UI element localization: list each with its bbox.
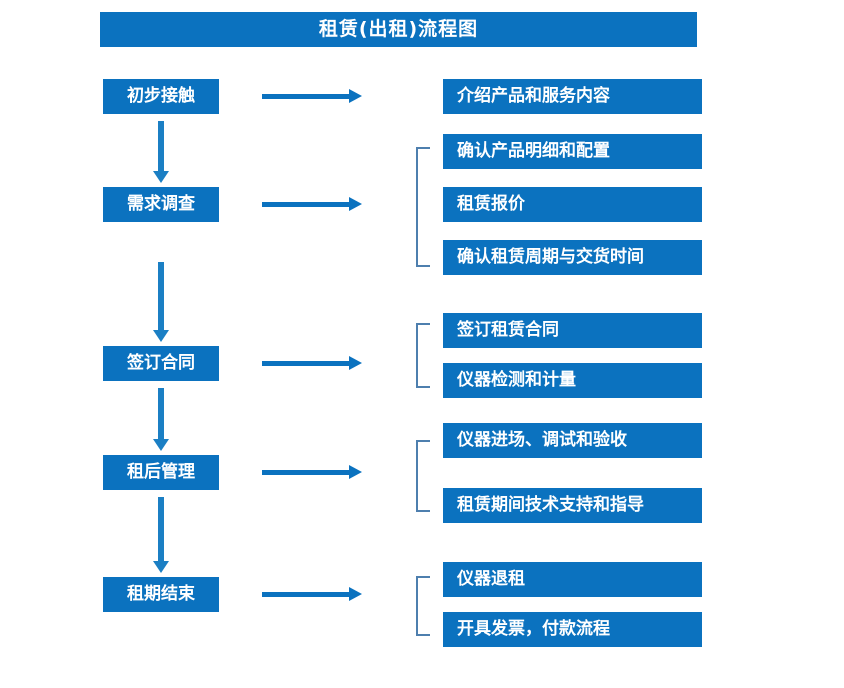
task-label: 介绍产品和服务内容 [457, 86, 610, 106]
task-box-g5-t2[interactable]: 开具发票，付款流程 [443, 612, 702, 647]
task-box-g4-t1[interactable]: 仪器进场、调试和验收 [443, 423, 702, 458]
task-label: 仪器退租 [457, 569, 525, 589]
right-arrow-icon-3 [262, 356, 362, 370]
task-box-g2-t2[interactable]: 租赁报价 [443, 187, 702, 222]
task-label: 仪器进场、调试和验收 [457, 430, 627, 450]
stage-box-demand-survey[interactable]: 需求调查 [103, 187, 219, 222]
task-label: 租赁报价 [457, 194, 525, 214]
down-arrow-icon-1 [153, 121, 169, 183]
right-arrow-icon-2 [262, 197, 362, 211]
down-arrow-icon-4 [153, 497, 169, 573]
task-label: 签订租赁合同 [457, 320, 559, 340]
task-box-g5-t1[interactable]: 仪器退租 [443, 562, 702, 597]
stage-label: 需求调查 [127, 194, 195, 214]
down-arrow-icon-3 [153, 388, 169, 451]
task-box-g3-t1[interactable]: 签订租赁合同 [443, 313, 702, 348]
task-label: 租赁期间技术支持和指导 [457, 495, 644, 515]
stage-label: 初步接触 [127, 86, 195, 106]
stage-label: 租期结束 [127, 584, 195, 604]
right-arrow-icon-4 [262, 465, 362, 479]
task-label: 确认租赁周期与交货时间 [457, 247, 644, 267]
task-box-g3-t2[interactable]: 仪器检测和计量 [443, 363, 702, 398]
flowchart-title-bar: 租赁(出租)流程图 [100, 12, 697, 47]
task-box-g2-t1[interactable]: 确认产品明细和配置 [443, 134, 702, 169]
right-arrow-icon-1 [262, 89, 362, 103]
stage-box-initial-contact[interactable]: 初步接触 [103, 79, 219, 114]
down-arrow-icon-2 [153, 262, 169, 342]
connector-bracket-5 [416, 576, 430, 636]
flowchart-title-text: 租赁(出租)流程图 [318, 18, 479, 40]
task-label: 开具发票，付款流程 [457, 619, 610, 639]
stage-box-sign-contract[interactable]: 签订合同 [103, 346, 219, 381]
stage-box-post-rental-management[interactable]: 租后管理 [103, 455, 219, 490]
right-arrow-icon-5 [262, 587, 362, 601]
stage-label: 租后管理 [127, 462, 195, 482]
task-box-g4-t2[interactable]: 租赁期间技术支持和指导 [443, 488, 702, 523]
connector-bracket-4 [416, 440, 430, 512]
connector-bracket-3 [416, 323, 430, 388]
task-box-g2-t3[interactable]: 确认租赁周期与交货时间 [443, 240, 702, 275]
connector-bracket-2 [416, 147, 430, 267]
stage-box-lease-end[interactable]: 租期结束 [103, 577, 219, 612]
task-label: 确认产品明细和配置 [457, 141, 610, 161]
stage-label: 签订合同 [127, 353, 195, 373]
task-box-g1-t1[interactable]: 介绍产品和服务内容 [443, 79, 702, 114]
task-label: 仪器检测和计量 [457, 370, 576, 390]
